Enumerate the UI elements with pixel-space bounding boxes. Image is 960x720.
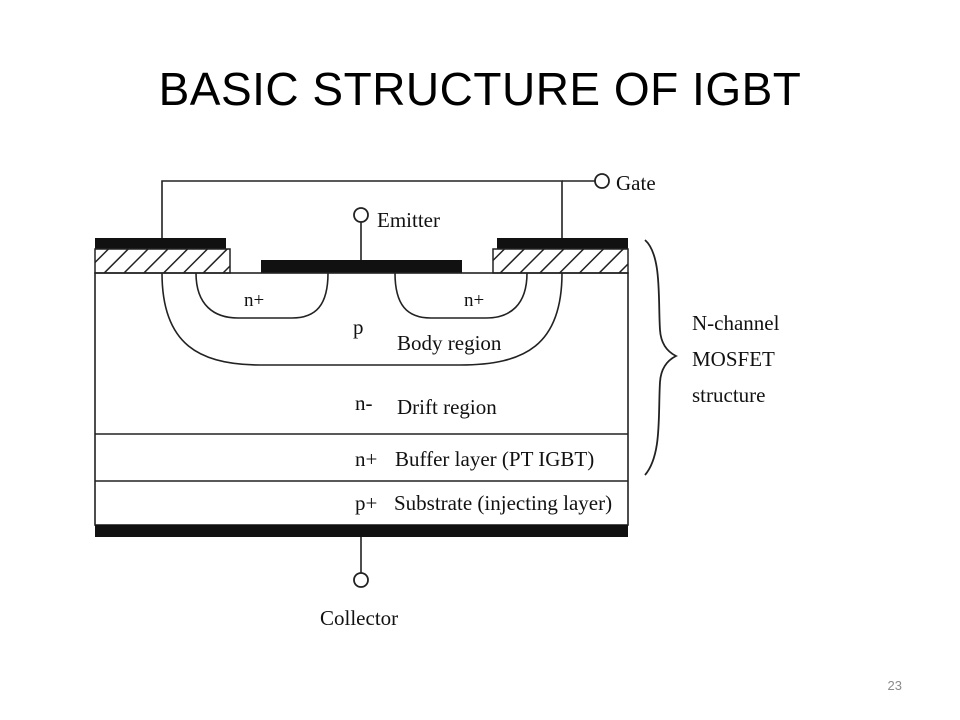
emitter-metal [261,260,462,273]
page-number: 23 [887,678,902,693]
mosfet-structure-brace [644,239,679,476]
emitter-wire [353,207,369,260]
drift-region-label: Drift region [397,395,497,419]
substrate-label: Substrate (injecting layer) [394,491,612,515]
gate-oxide-left [94,248,231,274]
p-plus-symbol: p+ [355,491,377,515]
p-body-region [161,272,563,366]
collector-label: Collector [320,606,398,630]
body-region-label: Body region [397,331,502,355]
slide-title: BASIC STRUCTURE OF IGBT [158,63,802,115]
gate-metal-left [95,238,226,249]
gate-terminal [594,173,610,189]
collector-metal [95,525,628,537]
brace-label-line-1: N-channel [692,311,780,335]
gate-metal-right [497,238,628,249]
n-plus-buffer-symbol: n+ [355,447,377,471]
n-plus-right-label: n+ [464,290,484,311]
emitter-terminal [353,207,369,223]
emitter-label: Emitter [377,208,440,232]
n-minus-symbol: n- [355,391,373,415]
brace-label-line-2: MOSFET [692,347,775,371]
p-body-symbol: p [353,315,364,339]
gate-oxide-right [492,248,629,274]
buffer-layer-label: Buffer layer (PT IGBT) [395,447,594,471]
n-plus-well-right [394,272,528,319]
gate-wire [161,180,595,238]
gate-label: Gate [616,171,656,195]
brace-label-line-3: structure [692,383,765,407]
collector-terminal [353,572,369,588]
n-plus-well-left [195,272,329,319]
n-plus-left-label: n+ [244,290,264,311]
